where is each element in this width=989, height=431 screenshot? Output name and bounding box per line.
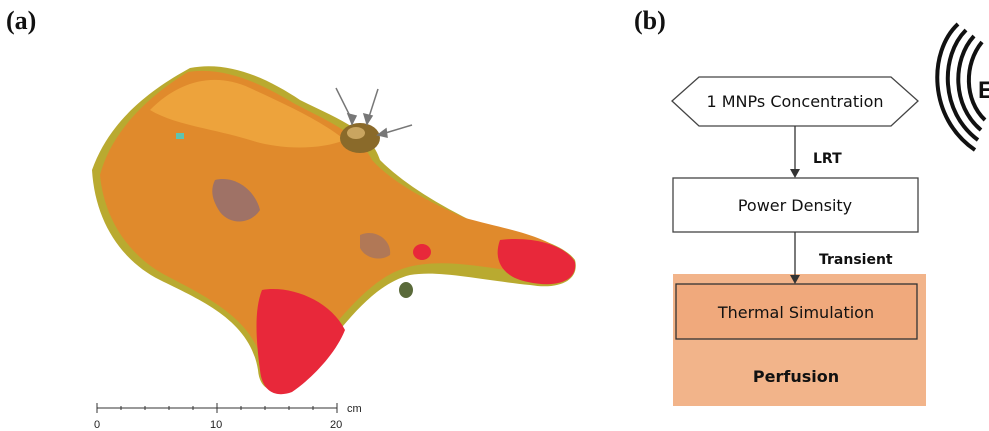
tissue-knob	[399, 282, 413, 298]
concentration-label: 1 MNPs Concentration	[706, 92, 883, 111]
tissue-rendering	[92, 66, 576, 394]
scale-bar: cm 0 10 20	[94, 403, 362, 431]
scale-tick-10: 10	[210, 419, 222, 431]
scale-unit: cm	[347, 403, 362, 415]
edge-lrt-label: LRT	[813, 151, 842, 167]
thermal-simulation-label: Thermal Simulation	[717, 303, 874, 322]
scale-tick-20: 20	[330, 419, 342, 431]
arrow-2-head	[364, 114, 372, 124]
power-density-label: Power Density	[738, 196, 852, 215]
arrow-3-head	[378, 129, 387, 137]
tissue-red-spot	[413, 244, 431, 260]
arrow-lrt-head	[790, 169, 800, 178]
cut-off-letter: E	[978, 77, 989, 104]
perfusion-label: Perfusion	[753, 367, 839, 386]
arrow-1-head	[348, 114, 356, 124]
tissue-cyan-spot	[176, 133, 184, 139]
tissue-nodule-highlight	[347, 127, 365, 139]
edge-transient-label: Transient	[819, 252, 893, 268]
scale-tick-0: 0	[94, 419, 100, 431]
